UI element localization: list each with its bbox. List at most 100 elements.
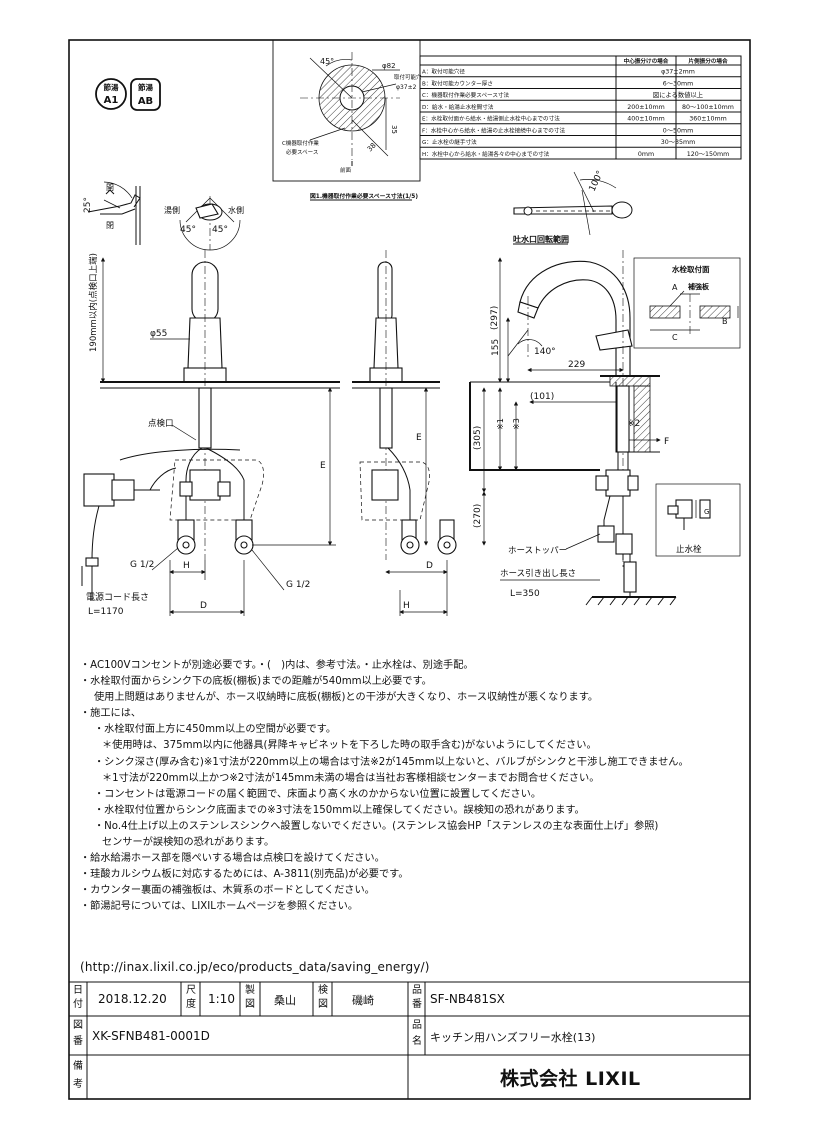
svg-text:(101): (101) bbox=[530, 392, 554, 402]
spec-cell: D：給水・給湯止水栓間寸法 bbox=[422, 103, 494, 111]
svg-text:湯側: 湯側 bbox=[164, 205, 180, 215]
remarks-label: 備考 bbox=[73, 1061, 83, 1090]
note-line: ＊使用時は、375mm以内に他器具(昇降キャビネットを下ろした時の取手含む)がな… bbox=[102, 740, 597, 752]
spec-cell: A：取付可能穴径 bbox=[422, 68, 465, 76]
svg-text:B: B bbox=[722, 317, 728, 326]
title-block-grid bbox=[69, 981, 750, 1099]
spec-cell: 30～35mm bbox=[661, 139, 696, 146]
svg-text:(297): (297) bbox=[490, 306, 500, 330]
svg-text:水側: 水側 bbox=[228, 205, 244, 215]
spec-cell: φ37±2mm bbox=[661, 69, 695, 76]
product-no: SF-NB481SX bbox=[430, 992, 505, 1006]
svg-text:35: 35 bbox=[390, 125, 398, 134]
svg-text:φ82: φ82 bbox=[382, 62, 396, 70]
spec-cell: G：止水栓の継手寸法 bbox=[422, 138, 477, 146]
svg-text:45°: 45° bbox=[212, 225, 228, 235]
section-view: 140° (297) 155 229 (101) (305) ※1 ※3 ※2 … bbox=[469, 250, 741, 606]
note-line: ・水栓取付位置からシンク底面までの※3寸法を150mm以上確保してください。誤検… bbox=[94, 804, 585, 816]
svg-text:C機器取付作業: C機器取付作業 bbox=[282, 139, 319, 147]
drawn-by: 桑山 bbox=[274, 994, 296, 1007]
svg-text:吐水口回転範囲: 吐水口回転範囲 bbox=[513, 234, 569, 244]
note-line: ・カウンター裏面の補強板は、木質系のボードとしてください。 bbox=[80, 885, 375, 897]
spec-cell: 80～100±10mm bbox=[682, 104, 734, 111]
note-line: ・給水給湯ホース部を隠ぺいする場合は点検口を設けてください。 bbox=[80, 853, 385, 865]
svg-text:45°: 45° bbox=[320, 57, 334, 66]
note-line: ・コンセントは電源コードの届く範囲で、床面より高く水のかからない位置に設置してく… bbox=[94, 788, 542, 800]
note-line: ＊1寸法が220mm以上かつ※2寸法が145mm未満の場合は当社お客様相談センタ… bbox=[102, 772, 600, 784]
side-view: E D H bbox=[352, 250, 457, 616]
svg-text:H: H bbox=[183, 561, 190, 571]
checked-label: 検図 bbox=[318, 985, 328, 1010]
lever-angle-diagram: 25° 開 閉 bbox=[83, 181, 141, 245]
scale-value: 1:10 bbox=[208, 992, 235, 1006]
front-view: 190mm以内(点検口上端) φ55 点検口 bbox=[81, 250, 340, 617]
note-line: センサーが誤検知の恐れがあります。 bbox=[102, 837, 275, 849]
svg-text:E: E bbox=[416, 433, 422, 443]
svg-text:点検口: 点検口 bbox=[148, 418, 174, 429]
svg-text:E: E bbox=[320, 461, 326, 471]
spec-cell: F：水栓中心から給水・給湯の止水栓接続中心までの寸法 bbox=[422, 126, 565, 134]
svg-text:※1: ※1 bbox=[496, 418, 505, 430]
svg-text:A1: A1 bbox=[104, 95, 119, 106]
badge-ab: 節湯 AB bbox=[130, 78, 161, 111]
svg-text:φ37±2: φ37±2 bbox=[396, 84, 417, 91]
spec-cell: 0～50mm bbox=[663, 127, 694, 134]
svg-text:図1.機器取付作業必要スペース寸法(1/5): 図1.機器取付作業必要スペース寸法(1/5) bbox=[310, 192, 418, 200]
svg-text:片側振分の場合: 片側振分の場合 bbox=[688, 57, 728, 65]
date-label: 日付 bbox=[73, 985, 83, 1010]
note-line: 使用上問題はありませんが、ホース収納時に底板(棚板)との干渉が大きくなり、ホース… bbox=[94, 692, 599, 704]
svg-text:水栓取付面: 水栓取付面 bbox=[672, 264, 710, 274]
svg-text:140°: 140° bbox=[534, 347, 556, 357]
drawn-label: 製図 bbox=[245, 985, 255, 1010]
date-value: 2018.12.20 bbox=[98, 992, 167, 1006]
svg-text:(270): (270) bbox=[473, 504, 483, 528]
note-line: ・シンク深さ(厚み含む)※1寸法が220mm以上の場合は寸法※2が145mm以上… bbox=[94, 756, 689, 768]
svg-text:45°: 45° bbox=[180, 225, 196, 235]
product-no-label: 品番 bbox=[412, 985, 422, 1010]
svg-text:G 1/2: G 1/2 bbox=[286, 580, 310, 590]
svg-text:ホーストッパー: ホーストッパー bbox=[508, 546, 567, 556]
product-name-label: 品名 bbox=[412, 1020, 422, 1047]
svg-text:※3: ※3 bbox=[512, 418, 521, 430]
svg-text:G 1/2: G 1/2 bbox=[130, 560, 154, 570]
svg-text:必要スペース: 必要スペース bbox=[286, 148, 318, 156]
note-line: ・No.4仕上げ以上のステンレスシンクへ設置しないでください。(ステンレス協会H… bbox=[94, 820, 659, 832]
svg-text:A: A bbox=[672, 283, 678, 292]
install-space-detail: 45° φ82 取付可能穴 φ37±2 35 38 C機器取付作業 必要スペース… bbox=[272, 39, 422, 201]
svg-text:※2: ※2 bbox=[627, 419, 640, 429]
svg-text:閉: 閉 bbox=[106, 221, 114, 230]
svg-text:F: F bbox=[664, 437, 669, 447]
svg-text:止水栓: 止水栓 bbox=[676, 544, 702, 555]
note-line: ・水栓取付面上方に450mm以上の空間が必要です。 bbox=[94, 724, 337, 736]
spec-cell: 6～30mm bbox=[663, 80, 694, 87]
svg-text:開: 開 bbox=[106, 183, 114, 192]
svg-text:D: D bbox=[200, 601, 207, 611]
svg-text:155: 155 bbox=[491, 339, 501, 356]
drawing-no-label: 図番 bbox=[73, 1020, 83, 1047]
svg-text:補強板: 補強板 bbox=[687, 282, 710, 291]
spec-cell: 0mm bbox=[638, 151, 654, 158]
svg-text:ホース引き出し長さ: ホース引き出し長さ bbox=[500, 568, 576, 579]
lever-hot-cold-diagram: 湯側 水側 45° 45° bbox=[164, 196, 244, 251]
water-saving-badges: 節湯 A1 節湯 AB bbox=[95, 78, 161, 111]
svg-text:25°: 25° bbox=[83, 197, 93, 213]
note-line: ・水栓取付面からシンク下の底板(棚板)までの距離が540mm以上必要です。 bbox=[80, 676, 432, 688]
svg-text:(305): (305) bbox=[473, 426, 483, 450]
spec-cell: C：機器取付作業必要スペース寸法 bbox=[422, 91, 510, 99]
note-line: ・珪酸カルシウム板に対応するためには、A-3811(別売品)が必要です。 bbox=[80, 869, 409, 881]
spec-cell: H：水栓中心から給水・給湯各々の中心までの寸法 bbox=[422, 150, 550, 158]
energy-saving-url: (http://inax.lixil.co.jp/eco/products_da… bbox=[80, 960, 430, 974]
spec-cell: 図による数値以上 bbox=[653, 90, 703, 99]
note-line: ・節湯記号については、LIXILホームページを参照ください。 bbox=[80, 901, 359, 913]
spec-cell: E：水栓取付面から給水・給湯側止水栓中心までの寸法 bbox=[422, 115, 560, 123]
svg-text:前面: 前面 bbox=[340, 166, 352, 174]
svg-text:節湯: 節湯 bbox=[138, 82, 153, 92]
svg-text:取付可能穴: 取付可能穴 bbox=[394, 73, 422, 81]
svg-text:D: D bbox=[426, 561, 433, 571]
spec-cell: 360±10mm bbox=[689, 116, 727, 123]
spec-cell: 200±10mm bbox=[627, 104, 665, 111]
company-logo: 株式会社 LIXIL bbox=[500, 1068, 641, 1090]
svg-text:電源コード長さ: 電源コード長さ bbox=[86, 592, 149, 603]
svg-text:AB: AB bbox=[138, 96, 153, 107]
